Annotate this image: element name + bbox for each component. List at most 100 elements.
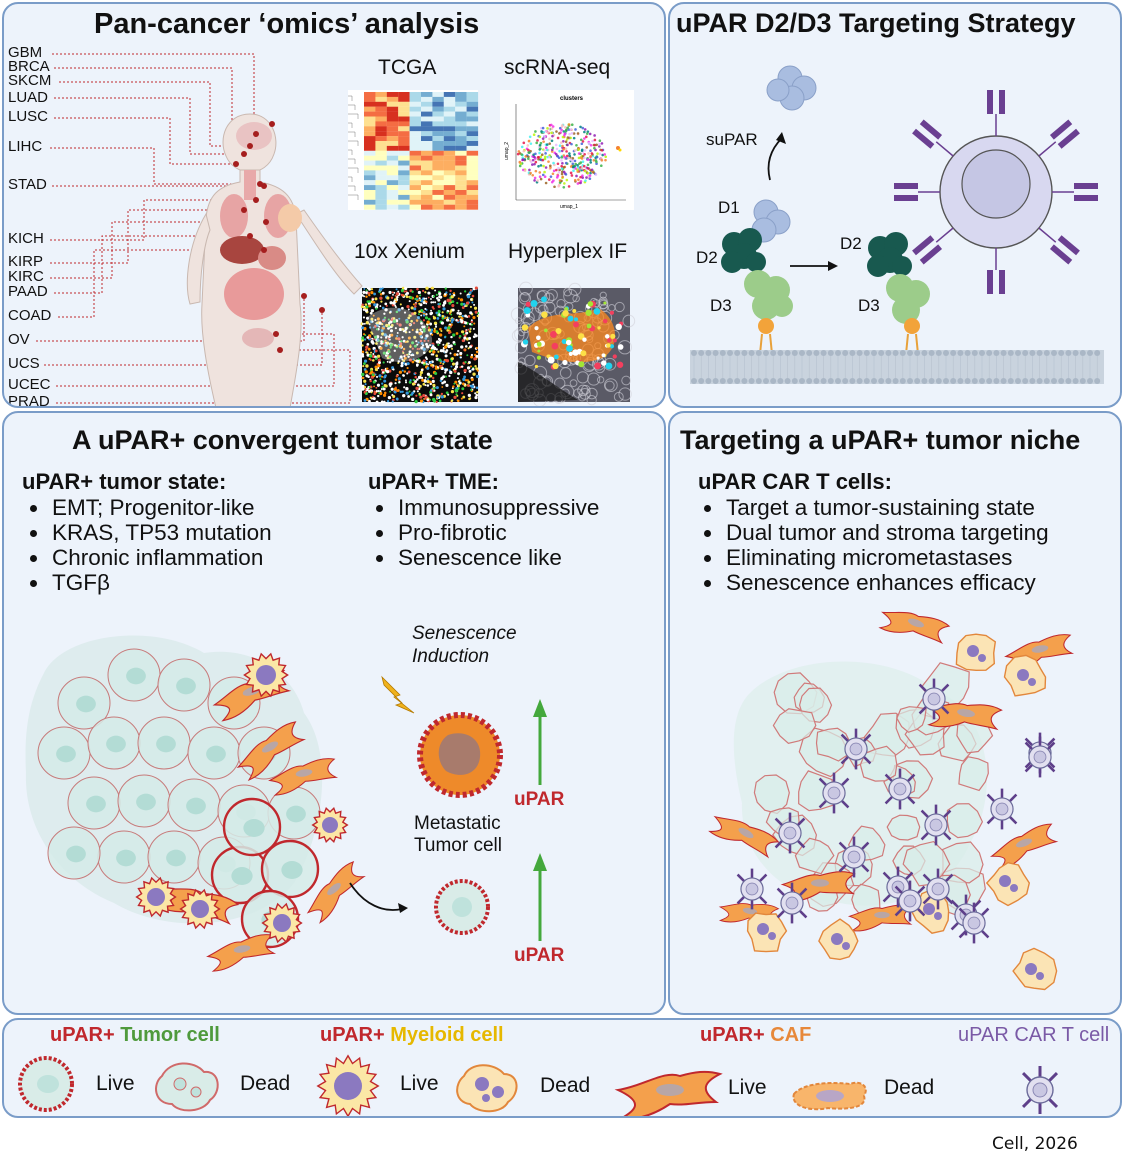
senescence-label-line1: Senescence — [412, 623, 517, 644]
scrna-umap-plot: clusters umap_1 umap_2 — [500, 90, 634, 210]
cancer-label-paad: PAAD — [8, 283, 48, 300]
panel-tumor-state: A uPAR+ convergent tumor state uPAR+ tum… — [2, 411, 666, 1015]
umap-x-axis-label: umap_1 — [560, 204, 578, 210]
upar-label-top: uPAR — [514, 789, 565, 810]
tumor-mass-illustration — [25, 635, 547, 972]
panel-niche-title: Targeting a uPAR+ tumor niche — [680, 425, 1081, 455]
niche-list: Target a tumor-sustaining state Dual tum… — [696, 495, 1049, 595]
tumor-state-item: Chronic inflammation — [50, 545, 272, 570]
legend-dead-tumor-cell-icon — [155, 1062, 219, 1112]
cancer-label-brca: BRCA — [8, 58, 50, 75]
cancer-label-lihc: LIHC — [8, 138, 43, 155]
tumor-state-list: EMT; Progenitor-like KRAS, TP53 mutation… — [22, 495, 272, 595]
umap-title: clusters — [560, 96, 584, 102]
legend-myeloid-prefix: uPAR+ — [320, 1024, 385, 1046]
d3-label: D3 — [710, 296, 732, 315]
panel-tumor-state-title: A uPAR+ convergent tumor state — [72, 425, 493, 455]
panel-strategy-title: uPAR D2/D3 Targeting Strategy — [676, 8, 1076, 38]
hyperplex-label: Hyperplex IF — [508, 240, 628, 263]
body-organ-diagram — [36, 53, 363, 406]
legend-live-tumor-cell-icon — [18, 1056, 74, 1112]
legend-tumor-prefix: uPAR+ — [50, 1024, 115, 1046]
panel-strategy: uPAR D2/D3 Targeting Strategy — [668, 2, 1122, 408]
senescence-label-line2: Induction — [412, 646, 490, 667]
d3-domain-left — [744, 270, 793, 320]
cancer-label-ucs: UCS — [8, 355, 40, 372]
tme-list: Immunosuppressive Pro-fibrotic Senescenc… — [368, 495, 599, 570]
cell-membrane — [690, 350, 1104, 384]
cancer-label-kirp: KIRP — [8, 253, 44, 270]
tumor-state-item: KRAS, TP53 mutation — [50, 520, 272, 545]
metastatic-tumor-cell — [434, 879, 490, 935]
niche-item: Senescence enhances efficacy — [724, 570, 1049, 595]
citation: Cell, 2026 — [992, 1134, 1078, 1154]
legend-caf-prefix: uPAR+ — [700, 1024, 765, 1046]
cancer-label-gbm: GBM — [8, 44, 43, 61]
cancer-label-lusc: LUSC — [8, 108, 49, 125]
tme-item: Immunosuppressive — [396, 495, 599, 520]
cancer-label-luad: LUAD — [8, 89, 49, 106]
legend-live-caf-icon — [614, 1070, 723, 1116]
gpi-anchor-right — [904, 318, 920, 334]
cancer-label-skcm: SKCM — [8, 72, 52, 89]
tumor-state-heading: uPAR+ tumor state: — [22, 469, 227, 494]
d2-domain-right — [867, 232, 912, 277]
xenium-label: 10x Xenium — [354, 240, 465, 263]
d2-domain-left — [721, 228, 766, 273]
cancer-label-kich: KICH — [8, 230, 44, 247]
d2-right-label: D2 — [840, 234, 862, 253]
legend-dead-caf-icon — [792, 1081, 867, 1111]
legend-caf-title: uPAR+ CAF — [700, 1024, 811, 1047]
niche-heading: uPAR CAR T cells: — [698, 469, 892, 494]
legend-myeloid-name: Myeloid cell — [390, 1024, 504, 1046]
metastatic-label-line2: Tumor cell — [414, 835, 502, 856]
umap-y-axis-label: umap_2 — [504, 142, 510, 160]
legend-tumor-title: uPAR+ Tumor cell — [50, 1024, 220, 1047]
legend-tumor-live: Live — [96, 1072, 135, 1095]
metastatic-label-line1: Metastatic — [414, 813, 501, 834]
senescent-tumor-cell — [417, 712, 503, 798]
legend-live-myeloid-cell-icon — [316, 1054, 380, 1116]
tme-item: Senescence like — [396, 545, 599, 570]
upar-label-bottom: uPAR — [514, 945, 565, 966]
tumor-state-item: TGFβ — [50, 570, 272, 595]
tcga-label: TCGA — [378, 56, 437, 79]
niche-item: Target a tumor-sustaining state — [724, 495, 1049, 520]
panel-niche: Targeting a uPAR+ tumor niche uPAR CAR T… — [668, 411, 1122, 1015]
lightning-bolt-icon — [381, 675, 415, 714]
panel-omics-title: Pan-cancer ‘omics’ analysis — [94, 8, 480, 40]
legend-caf-live: Live — [728, 1076, 767, 1099]
legend-myeloid-live: Live — [400, 1072, 439, 1095]
legend-bar: uPAR+ Tumor cell uPAR+ Myeloid cell uPAR… — [2, 1018, 1122, 1118]
tme-item: Pro-fibrotic — [396, 520, 599, 545]
cancer-label-kirc: KIRC — [8, 268, 44, 285]
legend-caf-dead: Dead — [884, 1076, 935, 1099]
cancer-label-ucec: UCEC — [8, 376, 51, 393]
legend-dead-myeloid-cell-icon — [456, 1064, 518, 1113]
hyperplex-if-image — [510, 281, 636, 406]
legend-myeloid-dead: Dead — [540, 1074, 591, 1097]
niche-item: Dual tumor and stroma targeting — [724, 520, 1049, 545]
legend-icons — [18, 1054, 1059, 1116]
tumor-niche-illustration — [708, 611, 1075, 991]
tumor-state-item: EMT; Progenitor-like — [50, 495, 272, 520]
upar-up-arrow-bottom — [533, 853, 547, 941]
cancer-label-stad: STAD — [8, 176, 47, 193]
d2-d3-targeting-diagram — [690, 65, 1104, 384]
d3-right-label: D3 — [858, 296, 880, 315]
car-t-cell — [894, 90, 1098, 294]
gpi-anchor-left — [758, 318, 774, 334]
cancer-label-ov: OV — [8, 331, 30, 348]
niche-item: Eliminating micrometastases — [724, 545, 1049, 570]
legend-car-t-cell-icon — [1021, 1066, 1059, 1114]
upar-up-arrow-top — [533, 699, 547, 785]
xenium-image — [360, 286, 480, 404]
tcga-heatmap — [348, 90, 479, 210]
cancer-label-prad: PRAD — [8, 393, 50, 408]
legend-tumor-dead: Dead — [240, 1072, 291, 1095]
legend-myeloid-title: uPAR+ Myeloid cell — [320, 1024, 504, 1047]
legend-caf-name: CAF — [770, 1024, 812, 1046]
cancer-label-coad: COAD — [8, 307, 52, 324]
legend-cart-title: uPAR CAR T cell — [958, 1024, 1110, 1046]
tme-heading: uPAR+ TME: — [368, 469, 499, 494]
